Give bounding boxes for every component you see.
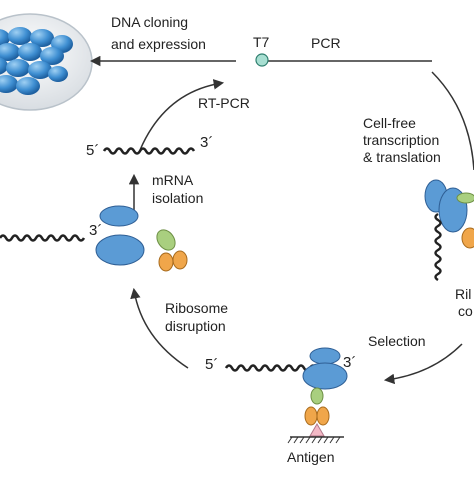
t7-promoter-icon: [255, 53, 269, 67]
cell-free-arrow: [431, 71, 474, 171]
pcr-label: PCR: [311, 35, 341, 51]
mrna-isolation-label-line1: mRNA: [152, 172, 194, 188]
five-prime-label-top: 5´: [86, 142, 100, 159]
five-prime-label-bottom: 5´: [205, 356, 219, 373]
mrna-isolation-label-line2: isolation: [152, 190, 204, 206]
disruption-arrow: [130, 287, 189, 369]
selection-arrow: [383, 343, 463, 385]
ribosome-subunits-icon: [95, 205, 145, 266]
antibody-fragment-icon: [156, 229, 188, 272]
bound-ribosome-icon: [302, 347, 348, 426]
t7-label: T7: [253, 34, 270, 50]
cell-free-label-line1: Cell-free: [363, 115, 416, 131]
bacteria-colonies-icon: [0, 27, 73, 95]
cell-free-label-line2: transcription: [363, 132, 440, 148]
ribosome-complex-label-line2: co: [458, 303, 473, 319]
three-prime-label-left: 3´: [89, 222, 103, 239]
three-prime-label-bottom: 3´: [343, 354, 357, 371]
antigen-label: Antigen: [287, 449, 335, 465]
cell-free-label-line3: & translation: [363, 149, 441, 165]
mrna-strand-top: [102, 147, 196, 155]
ribosome-complex-icon: [424, 179, 474, 282]
dna-cloning-label-line2: and expression: [111, 36, 206, 52]
antigen-icon: [287, 423, 344, 444]
rt-pcr-arrow: [139, 79, 225, 151]
petri-dish-icon: [0, 13, 93, 111]
ribosome-disruption-label-line2: disruption: [165, 318, 226, 334]
three-prime-label-top: 3´: [200, 134, 214, 151]
dna-cloning-label-line1: DNA cloning: [111, 14, 189, 30]
mrna-strand-left: [0, 234, 86, 242]
rt-pcr-label: RT-PCR: [198, 95, 250, 111]
ribosome-complex-label-line1: Ril: [455, 286, 472, 302]
ribosome-disruption-label-line1: Ribosome: [165, 300, 229, 316]
selection-label: Selection: [368, 333, 426, 349]
